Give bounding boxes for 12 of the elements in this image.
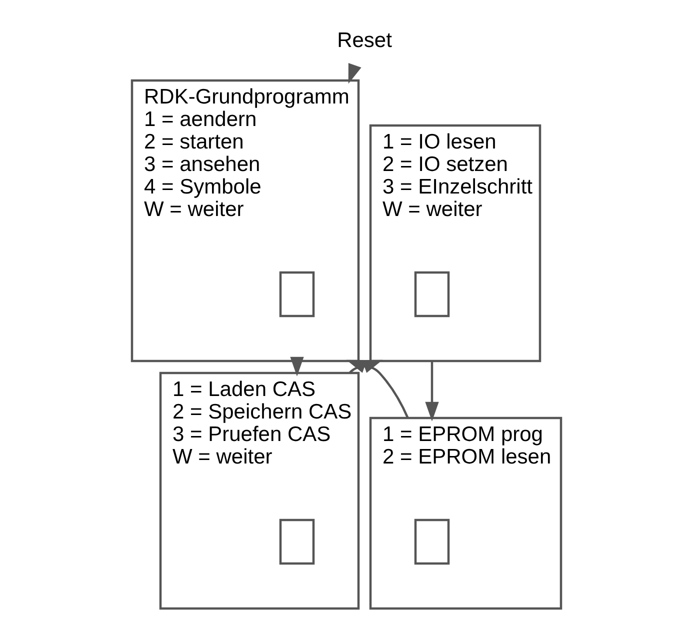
arrow bbox=[424, 361, 438, 422]
node-box bbox=[414, 518, 450, 565]
node-box bbox=[278, 271, 314, 318]
node-box bbox=[414, 271, 450, 318]
node-text: Reset bbox=[336, 29, 392, 52]
arrow bbox=[290, 356, 304, 376]
cluster: 1 = EPROM prog 2 = EPROM lesen bbox=[368, 416, 562, 610]
cluster: 1 = Laden CAS 2 = Speichern CAS 3 = Pruefen CAS W = weiter bbox=[158, 372, 360, 610]
node-box bbox=[278, 518, 314, 565]
arrow bbox=[348, 63, 361, 84]
cluster: RDK-Grundprogramm 1 = aendern 2 = starten 3 = ansehen 4 = Symbole W = weiter bbox=[130, 79, 360, 362]
cluster: 1 = IO lesen 2 = IO setzen 3 = EInzelschritt W = weiter bbox=[368, 124, 541, 362]
